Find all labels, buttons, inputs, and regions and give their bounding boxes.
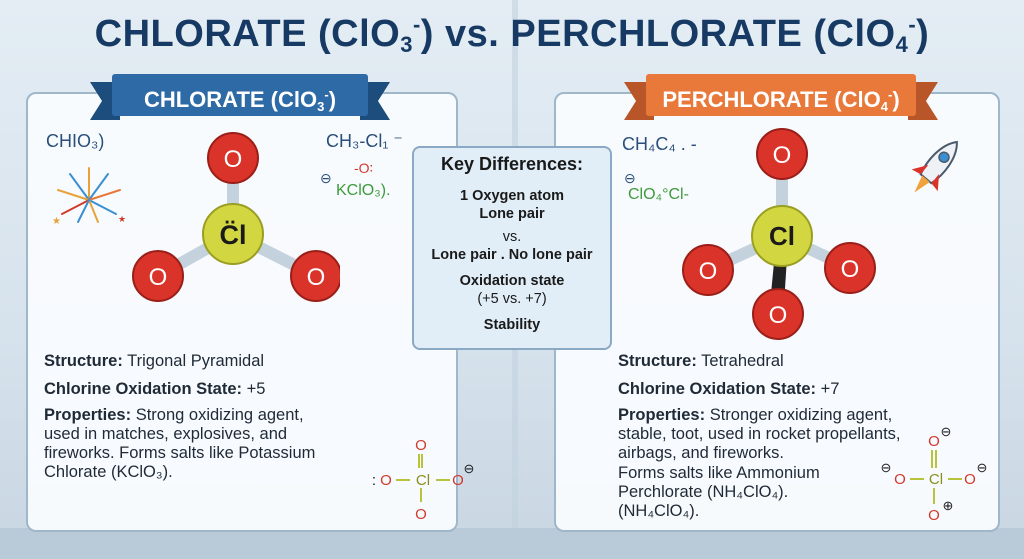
perchlorate-formula-note: CH₄C₄ . - <box>622 134 697 154</box>
perchlorate-oxidation: Chlorine Oxidation State: +7 <box>618 380 840 398</box>
minus-charge-icon: ⊖ <box>941 424 952 439</box>
perchlorate-lewis-structure: O ⊖ Cl O ⊖ O ⊖ O ⊕ <box>881 424 988 524</box>
svg-text:O: O <box>928 507 940 524</box>
svg-text:O: O <box>964 471 976 488</box>
chlorate-formula-note-right: CH₃-Cl₁ ⁻ <box>326 131 403 151</box>
oxygen-atom-label: O <box>149 264 168 291</box>
svg-text:Cl: Cl <box>929 471 943 488</box>
page-title: CHLORATE (ClO3-) vs. PERCHLORATE (ClO4-) <box>94 12 930 57</box>
oxygen-atom-label: O <box>699 258 718 285</box>
minus-charge-icon: ⊖ <box>320 170 332 186</box>
chlorate-molecule: C̈l O O O <box>132 132 340 302</box>
plus-charge-icon: ⊕ <box>943 498 954 513</box>
svg-text:O: O <box>928 433 940 450</box>
svg-text:O: O <box>894 471 906 488</box>
perchlorate-salts: Forms salts like Ammonium Perchlorate (N… <box>618 464 820 520</box>
svg-text:★: ★ <box>52 216 61 227</box>
minus-charge-icon: ⊖ <box>464 461 475 476</box>
rocket-icon <box>911 140 958 193</box>
chlorate-ribbon: CHLORATE (ClO3-) <box>90 74 390 120</box>
oxygen-atom-label: O <box>841 256 860 283</box>
svg-text:O: O <box>380 472 392 489</box>
oxygen-atom-label: O <box>307 264 326 291</box>
chlorate-lewis-structure: O Cl O : O ⊖ O <box>372 437 475 523</box>
minus-charge-icon: ⊖ <box>624 170 636 186</box>
chlorate-oxygen-note: -O∶ <box>354 160 374 176</box>
svg-text:★: ★ <box>118 214 126 224</box>
svg-text:O: O <box>415 437 427 454</box>
background-shelf <box>0 528 1024 559</box>
svg-text::: : <box>372 472 376 489</box>
minus-charge-icon: ⊖ <box>977 460 988 475</box>
perchlorate-properties: Properties: Stronger oxidizing agent, st… <box>618 406 901 462</box>
oxygen-atom-label: O <box>773 142 792 169</box>
oxygen-atom-label: O <box>769 302 788 329</box>
svg-text:O: O <box>415 506 427 523</box>
key-differences-title: Key Differences: <box>440 154 584 174</box>
clo4-note: ClO₄°Cl- <box>628 186 689 203</box>
oxygen-atom-label: O <box>224 146 243 173</box>
chlorine-atom-label: Cl <box>769 221 795 251</box>
chlorate-properties: Properties: Strong oxidizing agent, used… <box>44 406 316 481</box>
chlorine-atom-label: C̈l <box>220 220 247 250</box>
perchlorate-ribbon: PERCHLORATE (ClO4-) <box>624 74 938 120</box>
perchlorate-structure: Structure: Tetrahedral <box>618 352 784 370</box>
svg-text:Cl: Cl <box>416 472 430 489</box>
minus-charge-icon: ⊖ <box>881 460 892 475</box>
perchlorate-molecule: Cl O O O O <box>682 128 876 340</box>
key-differences-box: Key Differences: 1 Oxygen atom Lone pair… <box>412 146 612 350</box>
svg-text:O: O <box>452 472 464 489</box>
chlorate-formula-note: CHIO₃) <box>46 131 105 151</box>
kclo3-note: KClO₃). <box>336 182 391 199</box>
chlorate-oxidation: Chlorine Oxidation State: +5 <box>44 380 266 398</box>
chlorate-structure: Structure: Trigonal Pyramidal <box>44 352 265 370</box>
fireworks-icon: ★ ★ <box>52 167 126 227</box>
